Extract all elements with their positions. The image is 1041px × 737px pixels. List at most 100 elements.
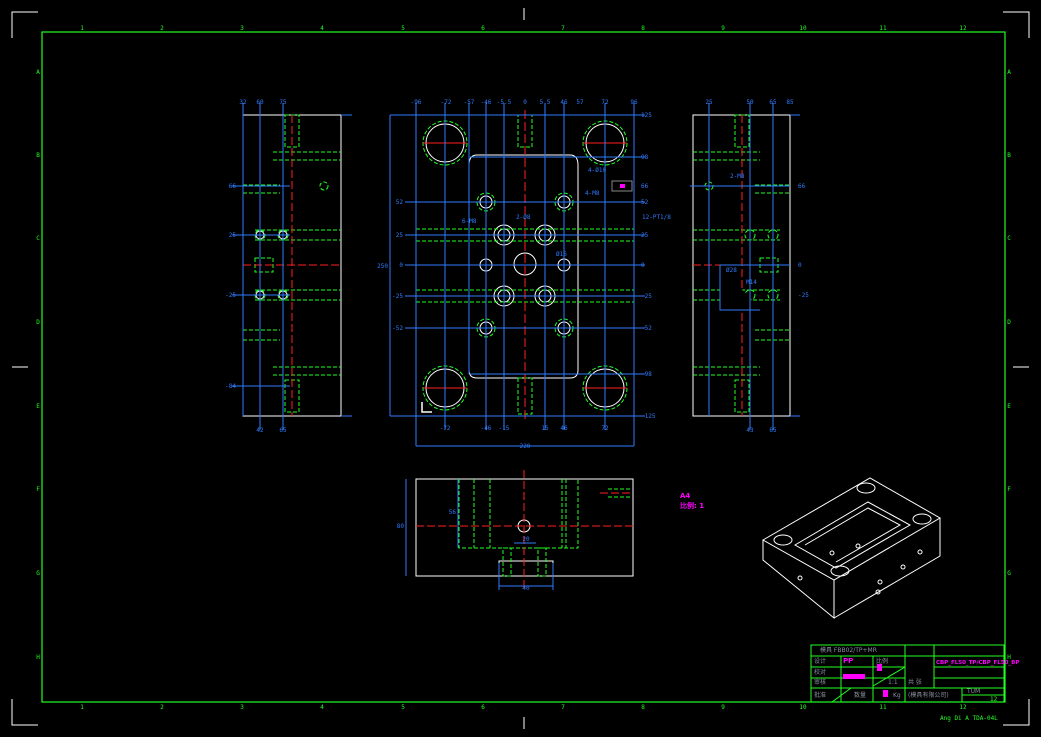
dimension-label: -5.5 xyxy=(497,99,512,106)
dimension-label: 50 xyxy=(746,99,754,106)
row-letter-left: H xyxy=(36,654,40,661)
column-number-bottom: 6 xyxy=(481,704,485,711)
dimension-label: 42 xyxy=(256,427,264,434)
scale-label: 比例 xyxy=(876,657,888,665)
column-number-top: 5 xyxy=(401,25,405,32)
column-number-top: 6 xyxy=(481,25,485,32)
column-number-bottom: 12 xyxy=(959,704,967,711)
dimension-label: 25 xyxy=(229,232,237,239)
title-code: 12 xyxy=(990,696,998,703)
dimension-label: 96 xyxy=(630,99,638,106)
callout-label: 4-Ø10 xyxy=(588,167,606,174)
dimension-label: -72 xyxy=(440,425,451,432)
dimension-label: -125 xyxy=(641,413,656,420)
section-top-dimension: 20 xyxy=(522,536,530,543)
front-section-view xyxy=(405,470,634,590)
column-number-top: 10 xyxy=(799,25,807,32)
column-number-bottom: 1 xyxy=(80,704,84,711)
row-letter-left: D xyxy=(36,319,40,326)
dimension-label: 52 xyxy=(396,199,404,206)
left-side-view xyxy=(232,103,352,430)
column-number-top: 4 xyxy=(320,25,324,32)
column-number-bottom: 9 xyxy=(721,704,725,711)
dimension-label: 65 xyxy=(279,427,287,434)
dimension-label: -98 xyxy=(641,371,652,378)
dimension-label: 46 xyxy=(560,99,568,106)
right-side-view xyxy=(690,103,800,430)
dimension-label: 66 xyxy=(229,183,237,190)
scale-note: 比例: 1 xyxy=(680,501,704,510)
column-number-bottom: 10 xyxy=(799,704,807,711)
row-letter-left: F xyxy=(36,486,40,493)
dimension-label: 72 xyxy=(601,99,609,106)
dimension-label: -96 xyxy=(411,99,422,106)
column-number-top: 3 xyxy=(240,25,244,32)
title-row-check: 校对 xyxy=(814,668,826,676)
row-letter-left: G xyxy=(36,570,40,577)
column-number-top: 1 xyxy=(80,25,84,32)
height-dimension: 250 xyxy=(377,263,388,270)
dimension-label: -72 xyxy=(441,99,452,106)
material-value: PP xyxy=(843,657,853,665)
dimension-label: -52 xyxy=(641,325,652,332)
scale-value: 1:1 xyxy=(888,679,898,686)
title-row-review: 审核 xyxy=(814,678,826,686)
callout-label: Ø28 xyxy=(726,267,737,274)
dimension-label: -84 xyxy=(225,383,236,390)
row-letter-right: B xyxy=(1007,152,1011,159)
dimension-label: 65 xyxy=(769,427,777,434)
dimension-label: 65 xyxy=(769,99,777,106)
row-letter-left: A xyxy=(36,69,40,76)
row-letter-right: F xyxy=(1007,486,1011,493)
dimension-label: 0 xyxy=(798,262,802,269)
section-bottom-dimension: 40 xyxy=(522,585,530,592)
main-plan-view xyxy=(389,103,645,447)
row-letter-right: H xyxy=(1007,654,1011,661)
sheet-count: 共 张 xyxy=(908,678,922,686)
dimension-label: 32 xyxy=(239,99,247,106)
dimension-label: 15 xyxy=(541,425,549,432)
sheet-size-note: A4 xyxy=(680,492,690,500)
trim-marks xyxy=(11,8,1030,729)
title-row-design: 设计 xyxy=(814,657,826,665)
row-letter-left: E xyxy=(36,403,40,410)
title-date: TUM xyxy=(966,688,980,695)
dimension-label: -25 xyxy=(641,293,652,300)
dimension-label: -25 xyxy=(392,293,403,300)
title-row-approve: 批准 xyxy=(814,691,826,699)
column-number-bottom: 3 xyxy=(240,704,244,711)
column-number-bottom: 8 xyxy=(641,704,645,711)
width-dimension: 220 xyxy=(520,443,531,450)
row-letter-left: C xyxy=(36,235,40,242)
dimension-label: 0 xyxy=(399,262,403,269)
dimension-label: 85 xyxy=(786,99,794,106)
dimension-label: 98 xyxy=(641,154,649,161)
dimension-label: 66 xyxy=(798,183,806,190)
section-height-dimension: 80 xyxy=(397,523,405,530)
callout-label: Ø16 xyxy=(556,251,567,258)
dimension-label: 0 xyxy=(523,99,527,106)
column-number-top: 11 xyxy=(879,25,887,32)
footer-text: Ang Di A TDA-04L xyxy=(940,715,998,722)
dimension-label: 75 xyxy=(279,99,287,106)
callout-label: 12-PT1/8 xyxy=(642,214,671,221)
drawing-number: CBP_FL50_TP/CBP_FL50_BP xyxy=(936,660,1019,666)
weight-unit: Kg xyxy=(893,692,901,699)
column-number-top: 12 xyxy=(959,25,967,32)
dimension-label: 46 xyxy=(560,425,568,432)
dimension-label: -25 xyxy=(798,292,809,299)
column-number-top: 9 xyxy=(721,25,725,32)
column-number-bottom: 7 xyxy=(561,704,565,711)
dimension-label: 43 xyxy=(746,427,754,434)
drawing-frame xyxy=(41,31,1006,703)
column-number-top: 8 xyxy=(641,25,645,32)
dimension-label: 60 xyxy=(256,99,264,106)
dimension-label: 125 xyxy=(641,112,652,119)
dimension-label: 72 xyxy=(601,425,609,432)
row-letter-right: C xyxy=(1007,235,1011,242)
dimension-label: -25 xyxy=(225,292,236,299)
dimension-label: -57 xyxy=(464,99,475,106)
isometric-3d-view xyxy=(761,477,941,620)
